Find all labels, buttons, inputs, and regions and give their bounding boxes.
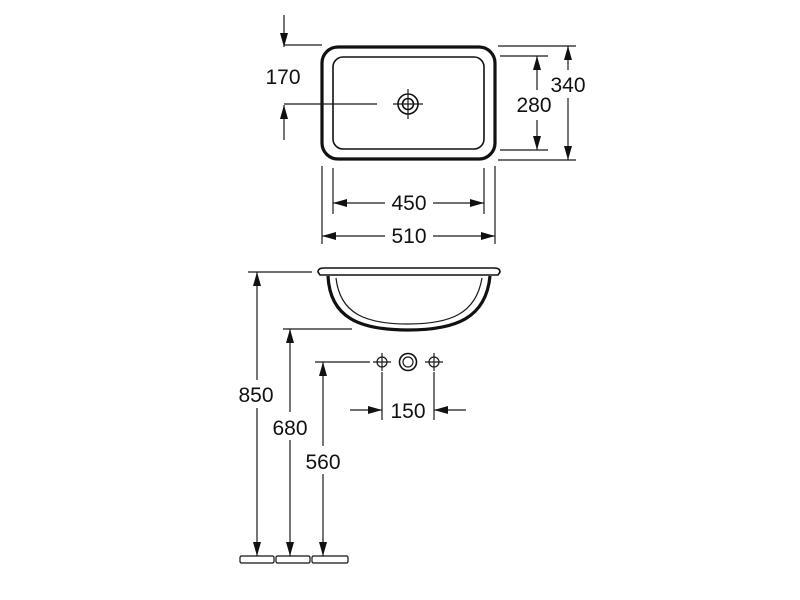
dim-inner-depth-label: 280 (516, 94, 551, 117)
tap-holes (373, 352, 443, 372)
dim-outer-width: 510 (321, 166, 496, 248)
dim-tap-height-label: 560 (305, 451, 340, 474)
basin-outer-outline (320, 45, 497, 161)
dim-tap-spacing: 150 (350, 372, 466, 423)
basin-inner-outline (332, 56, 485, 150)
basin-rim (317, 267, 501, 276)
dim-outer-depth: 340 (498, 45, 586, 161)
floor-block-right (311, 555, 349, 564)
dim-tap-spacing-label: 150 (390, 400, 425, 423)
floor-block-left (239, 555, 275, 564)
dim-inner-width: 450 (332, 168, 485, 215)
floor-reference (239, 555, 349, 564)
dim-outer-depth-label: 340 (550, 74, 585, 97)
basin-top-view (320, 45, 497, 161)
tap-hole-center-icon (398, 352, 418, 372)
tap-hole-right-icon (425, 353, 443, 371)
dim-drain-offset: 170 (265, 15, 350, 140)
dim-rim-height-label: 850 (238, 384, 273, 407)
basin-side-view (317, 267, 501, 332)
floor-block-center (275, 555, 311, 564)
dim-bowl-bottom-height-label: 680 (272, 417, 307, 440)
basin-bowl-inner (335, 277, 483, 325)
dim-tap-height: 560 (305, 361, 370, 556)
basin-bowl-outer (326, 275, 492, 332)
dim-drain-offset-label: 170 (265, 66, 300, 89)
dim-bowl-bottom-height: 680 (272, 328, 352, 556)
dim-inner-depth: 280 (500, 55, 552, 151)
dim-rim-height: 850 (238, 271, 312, 556)
dim-outer-width-label: 510 (391, 225, 426, 248)
tap-hole-left-icon (373, 353, 391, 371)
dim-inner-width-label: 450 (391, 192, 426, 215)
drain-icon (393, 89, 423, 119)
